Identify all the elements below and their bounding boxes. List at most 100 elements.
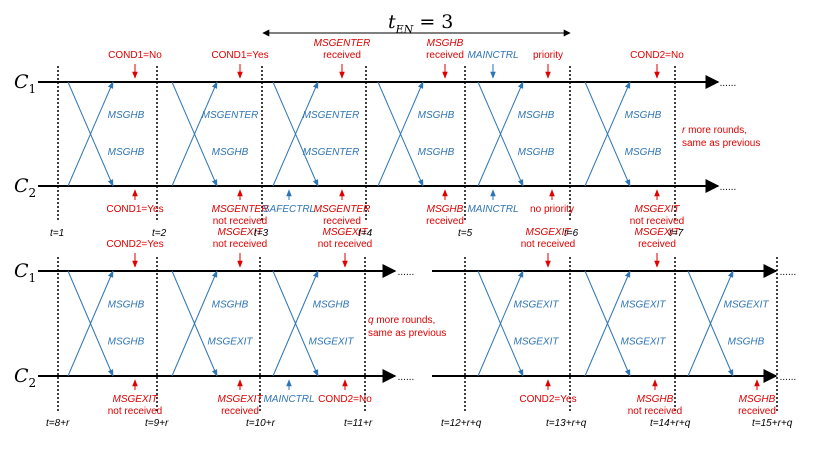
bottom-note-line-1: q more rounds, xyxy=(368,315,435,326)
top-msg-up-2 xyxy=(171,81,218,187)
continuation-dots-c1-bottom-b: ...... xyxy=(780,267,797,278)
bottom-c2-event-label-7-1: MSGHB xyxy=(739,394,776,405)
time-label-bottom-1: t=8+r xyxy=(46,418,70,429)
process-c2-top: C2 xyxy=(14,175,36,200)
time-label-bottom-4: t=11+r xyxy=(344,418,373,429)
time-label-top-7: t=7 xyxy=(669,228,684,239)
bottom-c1-event-label-5-2: received xyxy=(638,239,676,250)
top-c1-event-label-3-2: received xyxy=(323,50,361,61)
bottom-c1-event-label-2-2: not received xyxy=(213,239,267,250)
top-note-line-1: r more rounds, xyxy=(682,125,747,136)
top-c2-event-label-4-2: received xyxy=(323,216,361,227)
top-c2-event-label-5-2: received xyxy=(426,216,464,227)
bottom-msg-label-upper-4: MSGEXIT xyxy=(513,300,559,311)
bottom-msg-up-3 xyxy=(272,270,319,377)
bottom-c2-event-label-5-1: COND2=Yes xyxy=(519,394,576,405)
continuation-dots-c2-top: ...... xyxy=(720,182,737,193)
process-c1-bottom: C1 xyxy=(14,260,36,285)
bottom-msg-label-upper-3: MSGHB xyxy=(313,300,350,311)
bottom-c1-event-label-1-1: COND2=Yes xyxy=(106,239,163,250)
top-c1-event-label-1-1: COND1=No xyxy=(108,50,162,61)
top-msg-label-upper-3: MSGENTER xyxy=(303,110,360,121)
top-c1-event-label-7-1: COND2=No xyxy=(630,50,684,61)
bottom-msg-up-6 xyxy=(687,270,734,377)
top-c2-event-label-8-2: not received xyxy=(630,216,684,227)
time-label-bottom-3: t=10+r xyxy=(246,418,276,429)
bottom-c1-event-label-3-2: not received xyxy=(318,239,372,250)
time-label-bottom-6: t=13+r+q xyxy=(546,418,587,429)
top-c2-event-label-8-1: MSGEXIT xyxy=(634,204,680,215)
bottom-msg-label-lower-5: MSGEXIT xyxy=(620,337,666,348)
top-c1-event-label-4-1: MSGHB xyxy=(427,38,464,49)
bottom-msg-up-2 xyxy=(171,270,218,377)
bottom-c1-event-label-3-1: MSGEXIT xyxy=(322,227,368,238)
top-c2-event-label-2-2: not received xyxy=(213,216,267,227)
bottom-c2-event-label-7-2: received xyxy=(738,406,776,417)
bottom-msg-label-upper-1: MSGHB xyxy=(108,300,145,311)
top-msg-label-upper-2: MSGENTER xyxy=(202,110,259,121)
ten-label: tEN = 3 xyxy=(388,11,453,36)
top-msg-up-5 xyxy=(477,81,524,187)
top-msg-label-lower-2: MSGHB xyxy=(212,147,249,158)
top-c1-event-label-6-1: priority xyxy=(533,50,563,61)
top-c2-event-label-6-1: MAINCTRL xyxy=(467,204,518,215)
continuation-dots-c2-bottom-b: ...... xyxy=(780,372,797,383)
bottom-c2-event-label-3-1: MAINCTRL xyxy=(263,394,314,405)
top-note-line-2: same as previous xyxy=(682,138,760,149)
top-msg-label-upper-5: MSGHB xyxy=(518,110,555,121)
bottom-msg-label-lower-2: MSGEXIT xyxy=(207,337,253,348)
top-msg-label-lower-3: MSGENTER xyxy=(303,147,360,158)
top-c2-event-label-3-1: SAFECTRL xyxy=(263,204,315,215)
time-label-top-1: t=1 xyxy=(50,228,64,239)
bottom-c1-event-label-2-1: MSGEXIT xyxy=(217,227,263,238)
bottom-msg-label-lower-3: MSGEXIT xyxy=(308,337,354,348)
bottom-msg-label-upper-6: MSGEXIT xyxy=(723,300,769,311)
bottom-c2-event-label-2-2: received xyxy=(221,406,259,417)
time-label-top-2: t=2 xyxy=(152,228,167,239)
time-label-bottom-2: t=9+r xyxy=(145,418,169,429)
bottom-c2-event-label-4-1: COND2=No xyxy=(318,394,372,405)
process-c1-top: C1 xyxy=(14,71,36,96)
top-c1-event-label-4-2: received xyxy=(426,50,464,61)
bottom-c1-event-label-4-2: not received xyxy=(521,239,575,250)
top-c2-event-label-2-1: MSGENTER xyxy=(212,204,269,215)
bottom-msg-label-lower-1: MSGHB xyxy=(108,337,145,348)
bottom-msg-up-1 xyxy=(67,270,114,377)
process-c2-bottom: C2 xyxy=(14,365,36,390)
top-msg-label-upper-4: MSGHB xyxy=(418,110,455,121)
continuation-dots-c2-bottom-a: ...... xyxy=(398,372,415,383)
top-msg-label-upper-6: MSGHB xyxy=(625,110,662,121)
bottom-msg-label-lower-6: MSGHB xyxy=(728,337,765,348)
time-label-bottom-7: t=14+r+q xyxy=(650,418,691,429)
top-msg-label-lower-4: MSGHB xyxy=(418,147,455,158)
top-c1-event-label-2-1: COND1=Yes xyxy=(211,50,268,61)
continuation-dots-c1-bottom-a: ...... xyxy=(398,267,415,278)
bottom-msg-up-4 xyxy=(477,270,524,377)
top-msg-label-lower-5: MSGHB xyxy=(518,147,555,158)
bottom-c1-event-label-4-1: MSGEXIT xyxy=(525,227,571,238)
bottom-msg-label-upper-5: MSGEXIT xyxy=(620,300,666,311)
top-msg-label-lower-1: MSGHB xyxy=(108,147,145,158)
continuation-dots-c1-top: ...... xyxy=(720,78,737,89)
bottom-msg-label-upper-2: MSGHB xyxy=(212,300,249,311)
bottom-note-line-2: same as previous xyxy=(368,328,446,339)
time-label-bottom-5: t=12+r+q xyxy=(441,418,482,429)
time-label-top-3: t=3 xyxy=(254,228,269,239)
time-label-top-6: t=6 xyxy=(564,228,579,239)
bottom-c2-event-label-2-1: MSGEXIT xyxy=(217,394,263,405)
time-label-bottom-8: t=15+r+q xyxy=(752,418,793,429)
bottom-c2-event-label-6-1: MSGHB xyxy=(637,394,674,405)
top-c2-event-label-4-1: MSGENTER xyxy=(314,204,371,215)
bottom-msg-label-lower-4: MSGEXIT xyxy=(513,337,559,348)
top-msg-up-3 xyxy=(272,81,319,187)
top-msg-up-6 xyxy=(584,81,631,187)
top-c2-event-label-5-1: MSGHB xyxy=(427,204,464,215)
bottom-c2-event-label-1-1: MSGEXIT xyxy=(112,394,158,405)
ten-header: tEN = 3 xyxy=(262,11,571,37)
top-c1-event-label-3-1: MSGENTER xyxy=(314,38,371,49)
bottom-msg-up-5 xyxy=(584,270,631,377)
bottom-c1-event-label-5-1: MSGEXIT xyxy=(634,227,680,238)
top-c2-event-label-1-1: COND1=Yes xyxy=(106,204,163,215)
